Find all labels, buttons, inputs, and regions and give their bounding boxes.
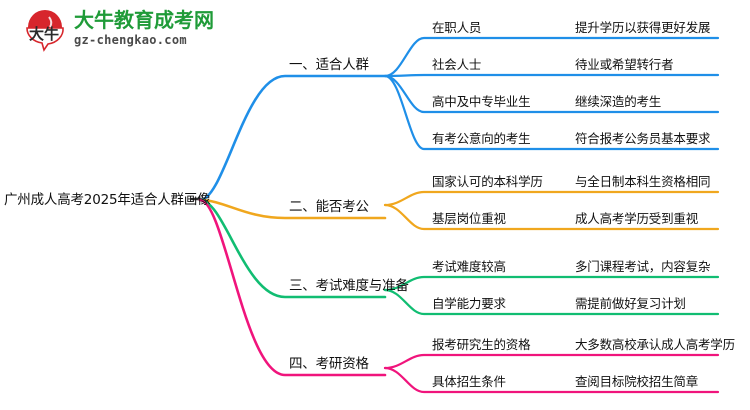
site-logo: 大牛 大牛教育成考网 gz-chengkao.com <box>22 6 214 54</box>
svg-text:大牛: 大牛 <box>29 25 59 43</box>
mindmap-root-node[interactable]: 广州成人高考2025年适合人群画像 <box>4 192 211 208</box>
mindmap-leaf-description[interactable]: 大多数高校承认成人高考学历 <box>575 337 735 352</box>
logo-text-block: 大牛教育成考网 gz-chengkao.com <box>74 8 214 48</box>
mindmap-leaf-description[interactable]: 待业或希望转行者 <box>575 57 674 72</box>
mindmap-leaf-description[interactable]: 符合报考公务员基本要求 <box>575 131 711 146</box>
mindmap-branch-2[interactable]: 二、能否考公 <box>289 199 369 215</box>
mindmap-leaf-label[interactable]: 自学能力要求 <box>432 296 506 311</box>
mindmap-branch-1[interactable]: 一、适合人群 <box>289 57 369 73</box>
logo-subtitle: gz-chengkao.com <box>74 33 187 47</box>
mindmap-leaf-label[interactable]: 基层岗位重视 <box>432 211 506 226</box>
mindmap-leaf-description[interactable]: 提升学历以获得更好发展 <box>575 20 711 35</box>
mindmap-leaf-description[interactable]: 成人高考学历受到重视 <box>575 211 699 226</box>
mindmap-leaf-label[interactable]: 具体招生条件 <box>432 374 506 389</box>
mindmap-leaf-label[interactable]: 报考研究生的资格 <box>432 337 531 352</box>
mindmap-branch-3[interactable]: 三、考试难度与准备 <box>289 278 409 294</box>
mindmap-leaf-label[interactable]: 社会人士 <box>432 57 482 72</box>
mindmap-leaf-label[interactable]: 在职人员 <box>432 20 482 35</box>
mindmap-leaf-label[interactable]: 高中及中专毕业生 <box>432 94 531 109</box>
mindmap-branch-4[interactable]: 四、考研资格 <box>289 356 369 372</box>
logo-mark-icon: 大牛 <box>26 10 64 52</box>
mindmap-leaf-description[interactable]: 继续深造的考生 <box>575 94 662 109</box>
mindmap-leaf-description[interactable]: 多门课程考试，内容复杂 <box>575 259 711 274</box>
mindmap-leaf-label[interactable]: 考试难度较高 <box>432 259 506 274</box>
mindmap-leaf-label[interactable]: 有考公意向的考生 <box>432 131 531 146</box>
logo-title: 大牛教育成考网 <box>74 8 214 32</box>
mindmap-leaf-description[interactable]: 查阅目标院校招生简章 <box>575 374 699 389</box>
mindmap-leaf-description[interactable]: 需提前做好复习计划 <box>575 296 686 311</box>
mindmap-leaf-label[interactable]: 国家认可的本科学历 <box>432 174 543 189</box>
mindmap-leaf-description[interactable]: 与全日制本科生资格相同 <box>575 174 711 189</box>
